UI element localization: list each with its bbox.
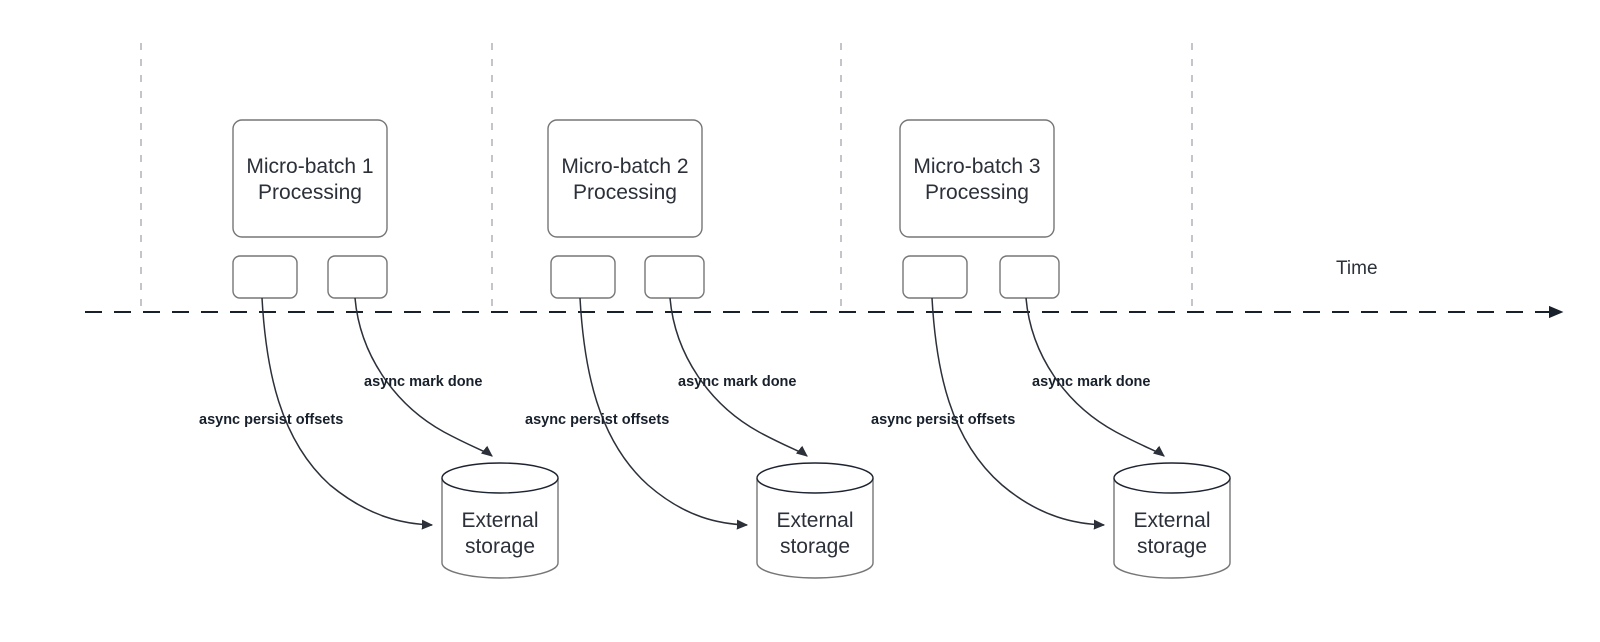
external-storage-1-body: [441, 478, 559, 579]
time-axis-label: Time: [1336, 258, 1378, 279]
process-box-2-label-line1: Micro-batch 2: [561, 155, 688, 178]
external-storage-3-label-line1: External: [1133, 509, 1210, 532]
edge-label-2-mark-done: async mark done: [678, 374, 796, 390]
process-box-3-label-line2: Processing: [925, 181, 1029, 204]
process-box-1-label-line1: Micro-batch 1: [246, 155, 373, 178]
process-box-1[interactable]: [232, 119, 388, 238]
process-box-2[interactable]: [547, 119, 703, 238]
edge-label-2-persist-offsets: async persist offsets: [525, 412, 669, 428]
external-storage-2-body: [756, 478, 874, 579]
external-storage-2-label-line1: External: [776, 509, 853, 532]
external-storage-1-label-line1: External: [461, 509, 538, 532]
micro-batch-group-2: Micro-batch 2 Processing External storag…: [525, 119, 874, 579]
micro-batch-group-1: Micro-batch 1 Processing External storag…: [199, 119, 559, 579]
edge-label-3-mark-done: async mark done: [1032, 374, 1150, 390]
process-box-1-label-line2: Processing: [258, 181, 362, 204]
task-box-2-persist[interactable]: [550, 255, 616, 299]
connector-3-mark-done: [1025, 297, 1165, 457]
task-box-3-mark[interactable]: [999, 255, 1060, 299]
edge-label-1-mark-done: async mark done: [364, 374, 482, 390]
connector-2-persist-offsets: [579, 297, 749, 530]
external-storage-2-label-line2: storage: [780, 535, 850, 558]
boundary-ticks: [140, 43, 1193, 315]
external-storage-3-top: [1113, 462, 1231, 494]
micro-batch-group-3: Micro-batch 3 Processing External storag…: [871, 119, 1231, 579]
external-storage-3-label-line2: storage: [1137, 535, 1207, 558]
task-box-2-mark[interactable]: [644, 255, 705, 299]
edge-label-3-persist-offsets: async persist offsets: [871, 412, 1015, 428]
task-box-3-persist[interactable]: [902, 255, 968, 299]
connector-1-persist-offsets: [261, 297, 434, 530]
process-box-3-label-line1: Micro-batch 3: [913, 155, 1040, 178]
external-storage-1[interactable]: External storage: [441, 462, 559, 579]
task-box-1-mark[interactable]: [327, 255, 388, 299]
external-storage-3-body: [1113, 478, 1231, 579]
external-storage-1-top: [441, 462, 559, 494]
edge-label-1-persist-offsets: async persist offsets: [199, 412, 343, 428]
connector-1-mark-done: [354, 297, 493, 457]
external-storage-3[interactable]: External storage: [1113, 462, 1231, 579]
connector-2-mark-done: [669, 297, 808, 457]
time-axis: Time: [85, 258, 1564, 319]
process-box-3[interactable]: [899, 119, 1055, 238]
task-box-1-persist[interactable]: [232, 255, 298, 299]
external-storage-1-label-line2: storage: [465, 535, 535, 558]
external-storage-2-top: [756, 462, 874, 494]
process-box-2-label-line2: Processing: [573, 181, 677, 204]
external-storage-2[interactable]: External storage: [756, 462, 874, 579]
connector-3-persist-offsets: [931, 297, 1106, 530]
